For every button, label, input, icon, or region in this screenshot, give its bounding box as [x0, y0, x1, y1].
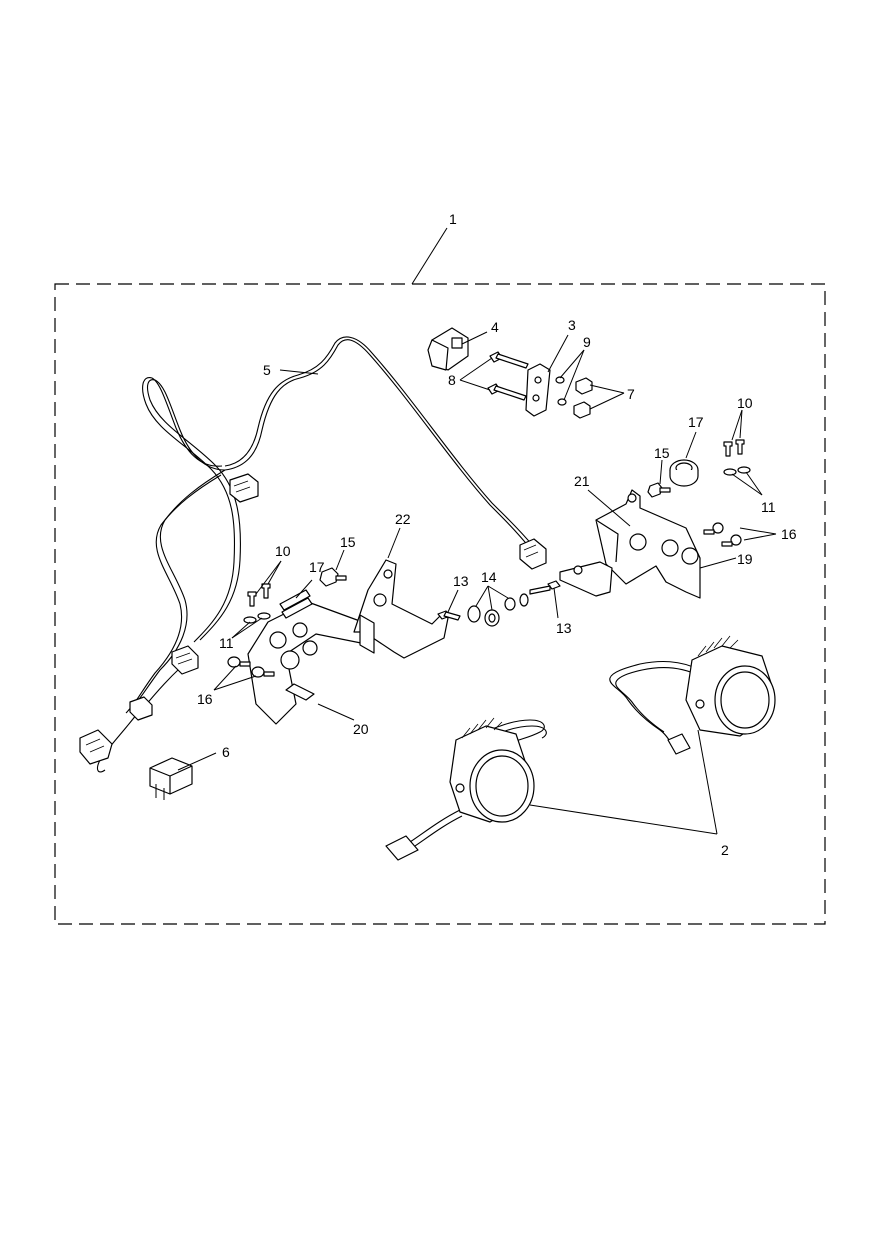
wiring-harness [96, 336, 534, 773]
harness-connector-left [171, 645, 199, 675]
harness-connector-top [229, 473, 259, 503]
callout-4: 4 [491, 319, 499, 335]
washers-nuts-14 [467, 593, 529, 627]
callout-2: 2 [721, 842, 729, 858]
callout-15-right: 15 [654, 445, 670, 461]
callout-16-right: 16 [781, 526, 797, 542]
bolt-15-right [647, 482, 671, 498]
callout-6: 6 [222, 744, 230, 760]
bolts-16-left [227, 656, 275, 678]
callout-22: 22 [395, 511, 411, 527]
bolt-15-left [319, 567, 347, 587]
grommet-17-left [279, 589, 313, 619]
right-center-bracket [559, 561, 613, 597]
left-center-bracket [353, 559, 449, 659]
callout-16-left: 16 [197, 691, 213, 707]
spacers-7 [573, 377, 593, 419]
harness-connector-right [519, 538, 547, 570]
callout-13-left: 13 [453, 573, 469, 589]
bolts-16-right [703, 522, 742, 547]
callout-17-right: 17 [688, 414, 704, 430]
fog-lamp-left [385, 717, 547, 861]
callout-11-right: 11 [761, 499, 776, 515]
bolts-8 [487, 351, 529, 401]
callout-21: 21 [574, 473, 590, 489]
leader-lines [177, 227, 777, 835]
callout-10-right: 10 [737, 395, 753, 411]
callout-14: 14 [481, 569, 497, 585]
screws-10-right [723, 439, 745, 457]
right-mounting-bracket [595, 489, 701, 599]
callout-15-left: 15 [340, 534, 356, 550]
kit-boundary [54, 283, 826, 925]
callout-9: 9 [583, 334, 591, 350]
callout-19: 19 [737, 551, 753, 567]
callout-7: 7 [627, 386, 635, 402]
callout-11-left: 11 [219, 635, 234, 651]
grommet-17-right [669, 459, 699, 487]
washers-11-left [243, 612, 271, 624]
fog-lamp-right [609, 635, 776, 755]
screws-10-left [247, 583, 271, 607]
harness-boot-connector [79, 729, 113, 765]
callout-10-left: 10 [275, 543, 291, 559]
switch-bracket [525, 363, 551, 417]
bolt-13-left [437, 610, 461, 621]
screws-9 [555, 376, 567, 406]
left-mounting-bracket [247, 601, 369, 725]
callout-13-right: 13 [556, 620, 572, 636]
callout-3: 3 [568, 317, 576, 333]
callout-8: 8 [448, 372, 456, 388]
harness-connector-mid [129, 696, 153, 721]
callout-1: 1 [449, 211, 457, 227]
callout-5: 5 [263, 362, 271, 378]
callout-20: 20 [353, 721, 369, 737]
callout-17-left: 17 [309, 559, 325, 575]
washers-11-right [723, 466, 751, 476]
switch [427, 327, 469, 371]
relay [149, 757, 193, 800]
bolt-13-right [529, 580, 561, 595]
